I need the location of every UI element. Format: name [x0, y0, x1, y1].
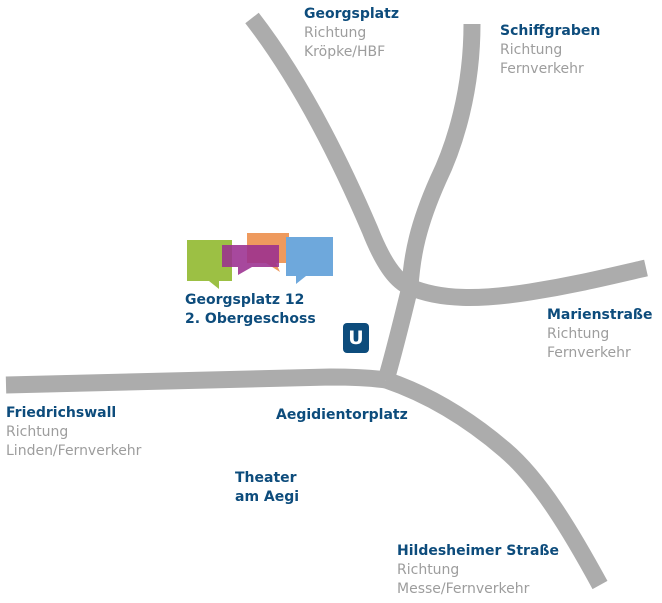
direction-label: Richtung [547, 326, 610, 342]
label-friedrichswall: Friedrichswall Richtung Linden/Fernverke… [6, 404, 141, 461]
road-marienstrasse [406, 259, 648, 306]
direction-target: Kröpke/HBF [304, 44, 386, 60]
street-name: Friedrichswall [6, 405, 117, 421]
ubahn-letter: U [348, 326, 364, 349]
location-floor: 2. Obergeschoss [185, 311, 316, 327]
label-theater-am-aegi: Theater am Aegi [235, 469, 299, 507]
label-hildesheimer-strasse: Hildesheimer Straße Richtung Messe/Fernv… [397, 542, 559, 599]
location-address: Georgsplatz 12 [185, 292, 305, 308]
road-friedrichswall [5, 368, 388, 394]
speech-bubble-blue [286, 237, 333, 284]
direction-label: Richtung [500, 42, 563, 58]
ubahn-station-icon: U [343, 323, 369, 353]
label-marienstrasse: Marienstraße Richtung Fernverkehr [547, 306, 653, 363]
road-aegidientor-connector [377, 284, 419, 383]
street-name: Georgsplatz [304, 6, 399, 22]
street-name: Schiffgraben [500, 23, 601, 39]
direction-target: Fernverkehr [500, 61, 584, 77]
direction-target: Fernverkehr [547, 345, 631, 361]
road-schiffgraben [401, 23, 481, 288]
direction-label: Richtung [397, 562, 460, 578]
speech-bubbles-logo [187, 233, 333, 289]
label-georgsplatz: Georgsplatz Richtung Kröpke/HBF [304, 5, 399, 62]
direction-label: Richtung [6, 424, 69, 440]
direction-label: Richtung [304, 25, 367, 41]
landmark-name-line2: am Aegi [235, 489, 300, 505]
street-name: Hildesheimer Straße [397, 543, 559, 559]
landmark-name-line1: Theater [235, 470, 297, 486]
direction-target: Linden/Fernverkehr [6, 443, 142, 459]
speech-bubble-green [187, 240, 232, 289]
street-name: Marienstraße [547, 307, 653, 323]
place-name: Aegidientorplatz [276, 407, 408, 423]
road-georgsplatz [245, 12, 414, 295]
speech-bubble-purple [222, 245, 279, 275]
road-hildesheimer [383, 371, 608, 590]
direction-target: Messe/Fernverkehr [397, 581, 530, 597]
location-label: Georgsplatz 12 2. Obergeschoss [185, 291, 316, 329]
label-aegidientorplatz: Aegidientorplatz [276, 406, 408, 425]
label-schiffgraben: Schiffgraben Richtung Fernverkehr [500, 22, 600, 79]
